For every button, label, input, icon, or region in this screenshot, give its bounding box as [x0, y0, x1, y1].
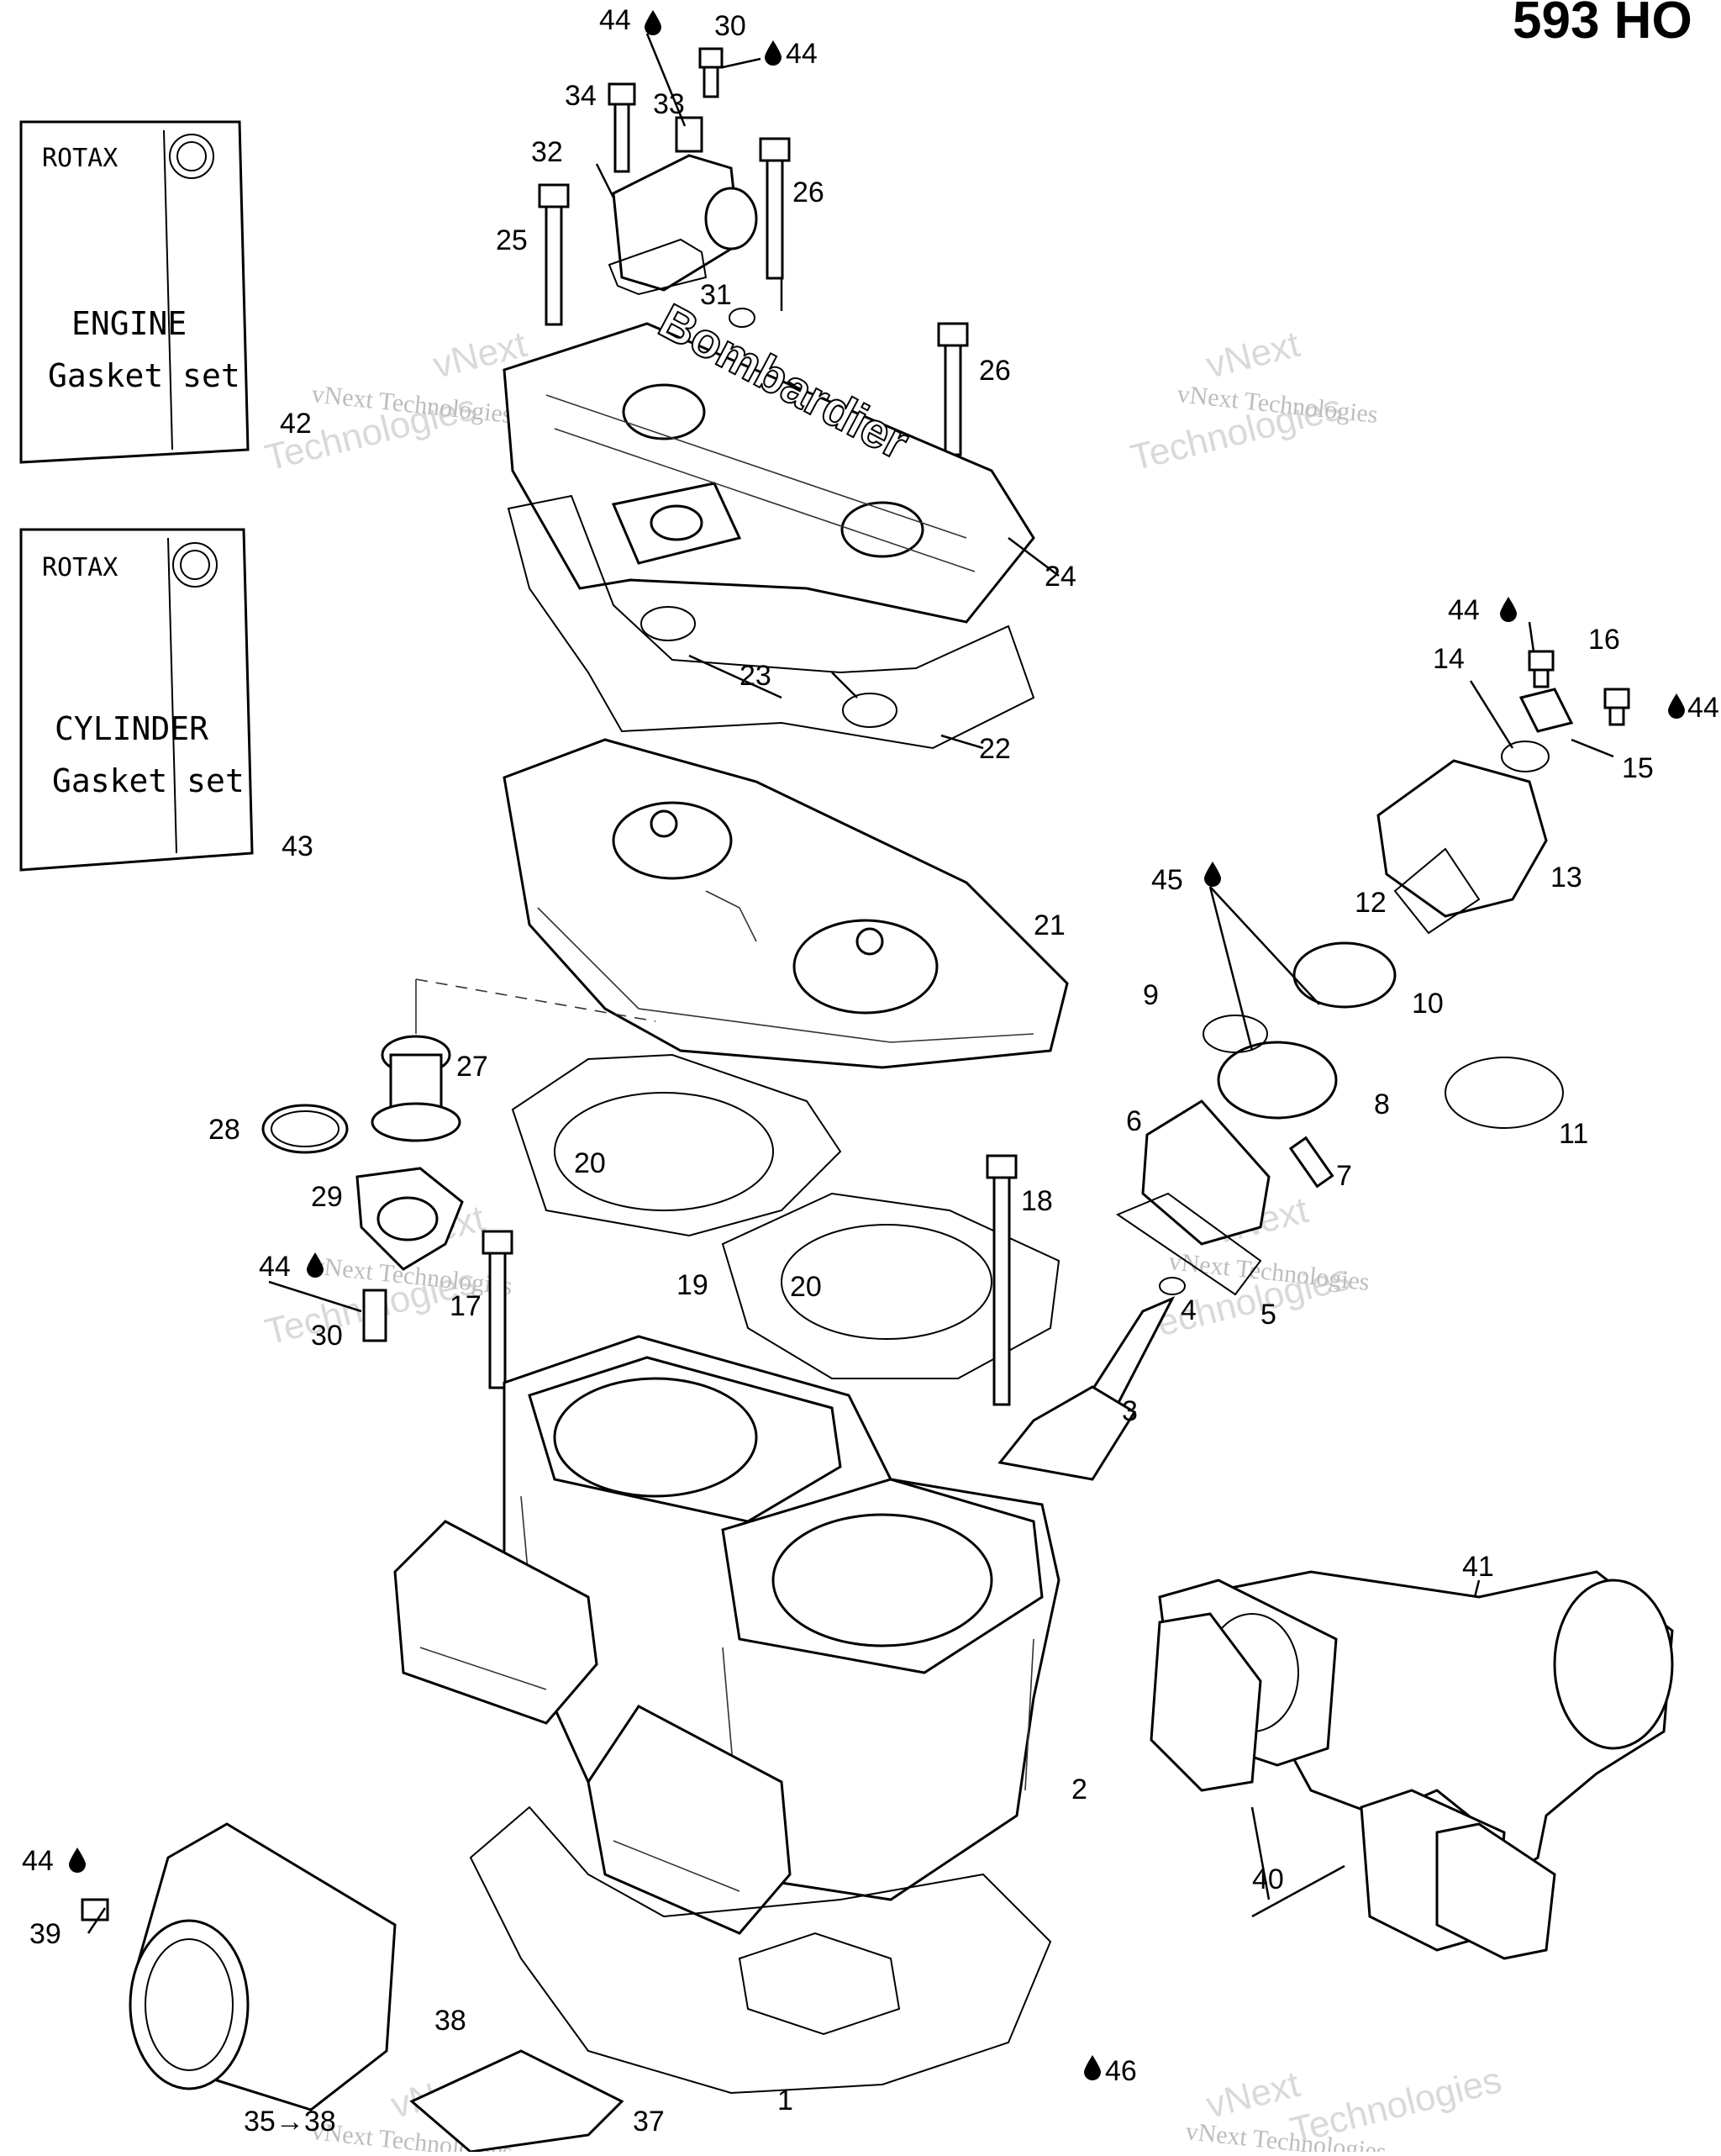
- callout-23: 23: [739, 660, 771, 692]
- callout-22: 22: [979, 733, 1011, 765]
- callout-33: 33: [653, 88, 685, 120]
- callout-42: 42: [280, 408, 312, 440]
- drop-icon: [1500, 597, 1517, 622]
- lubricant-drop-icons: [69, 10, 1685, 2080]
- cylinder-kit-subtitle: Gasket set: [52, 762, 245, 799]
- callout-44c: 44: [1448, 594, 1480, 626]
- callout-21: 21: [1034, 909, 1066, 941]
- callout-43: 43: [282, 830, 313, 862]
- drop-icon: [645, 10, 661, 35]
- rotax-logo-icon: [169, 134, 214, 179]
- callout-2: 2: [1071, 1774, 1087, 1805]
- cover-gasket: [507, 494, 1035, 750]
- callout-20a: 20: [574, 1147, 606, 1179]
- leader-lines: [87, 33, 1614, 1934]
- callout-30b: 30: [311, 1320, 343, 1352]
- cylinder-gasket-kit: ROTAX CYLINDER Gasket set: [19, 528, 254, 872]
- callout-3: 3: [1122, 1395, 1138, 1427]
- callout-40: 40: [1252, 1863, 1284, 1895]
- callout-46: 46: [1105, 2055, 1137, 2087]
- callout-20b: 20: [790, 1271, 822, 1303]
- rotax-logo-icon: [172, 542, 218, 588]
- callout-32: 32: [531, 136, 563, 168]
- thermostat-assembly: [261, 978, 656, 1271]
- callout-41: 41: [1462, 1551, 1494, 1583]
- cylinder-head: [503, 738, 1069, 1069]
- callout-44e: 44: [259, 1251, 291, 1283]
- exhaust-manifold: [1150, 1570, 1674, 1960]
- callout-44b: 44: [786, 38, 818, 70]
- callout-18: 18: [1021, 1185, 1053, 1217]
- drop-icon: [307, 1252, 324, 1278]
- cylinder-kit-title: CYLINDER: [55, 710, 208, 747]
- watermark-brand: vNext: [1203, 324, 1304, 387]
- callout-16: 16: [1588, 624, 1620, 656]
- callout-17: 17: [450, 1290, 482, 1322]
- callout-11: 11: [1559, 1118, 1588, 1150]
- callout-15: 15: [1622, 752, 1654, 784]
- callout-1: 1: [777, 2085, 793, 2116]
- callout-5: 5: [1260, 1299, 1276, 1331]
- callout-30a: 30: [714, 10, 746, 42]
- engine-kit-brand: ROTAX: [42, 144, 118, 173]
- top-fasteners: [538, 47, 969, 456]
- callout-14: 14: [1433, 643, 1465, 675]
- callout-4: 4: [1181, 1294, 1197, 1326]
- drop-icon: [765, 40, 782, 66]
- page-title: 593 HO: [1513, 0, 1692, 50]
- callout-34: 34: [565, 80, 597, 112]
- callout-44f: 44: [22, 1845, 54, 1877]
- engine-kit-title: ENGINE: [71, 305, 187, 342]
- drop-icon: [69, 1848, 86, 1873]
- callout-25: 25: [496, 224, 528, 256]
- callout-13: 13: [1550, 862, 1582, 894]
- engine-gasket-kit: ROTAX ENGINE Gasket set: [19, 120, 250, 464]
- callout-19: 19: [676, 1269, 708, 1301]
- drop-icon: [1204, 862, 1221, 887]
- intake-parts: [81, 1822, 624, 2153]
- callout-6: 6: [1126, 1105, 1142, 1137]
- engine-kit-subtitle: Gasket set: [48, 357, 240, 394]
- callout-27: 27: [456, 1051, 488, 1083]
- cylinder-block: [503, 1335, 1060, 1901]
- rave-valve-assembly: [997, 650, 1630, 1481]
- callout-37: 37: [633, 2106, 665, 2138]
- callout-7: 7: [1336, 1160, 1352, 1192]
- base-gasket: [469, 1805, 1052, 2095]
- callout-28: 28: [208, 1114, 240, 1146]
- reed-valve-assemblies: [393, 1520, 792, 1935]
- callout-44d: 44: [1687, 692, 1719, 724]
- callout-9: 9: [1143, 979, 1159, 1011]
- callout-10: 10: [1412, 988, 1444, 1020]
- callout-38: 38: [434, 2005, 466, 2037]
- callout-31: 31: [700, 279, 732, 311]
- callout-44a: 44: [599, 4, 631, 36]
- callout-39: 39: [29, 1918, 61, 1950]
- callout-35-38: 35→38: [244, 2106, 336, 2138]
- callout-29: 29: [311, 1181, 343, 1213]
- callout-8: 8: [1374, 1089, 1390, 1120]
- drop-icon: [1668, 693, 1685, 719]
- callout-labels: 1 2 3 4 5 6 7 8 9 10 11 12 13 14 15 16 1…: [22, 4, 1719, 2138]
- spring-icon: [1393, 847, 1481, 935]
- mid-fasteners: [362, 1154, 1018, 1406]
- head-gaskets: [511, 1053, 1060, 1379]
- cylinder-kit-brand: ROTAX: [42, 553, 118, 582]
- callout-24: 24: [1045, 561, 1076, 593]
- drop-icon: [1084, 2055, 1101, 2080]
- callout-45: 45: [1151, 864, 1183, 896]
- callout-12: 12: [1355, 887, 1387, 919]
- callout-26b: 26: [979, 355, 1011, 387]
- callout-26a: 26: [792, 177, 824, 208]
